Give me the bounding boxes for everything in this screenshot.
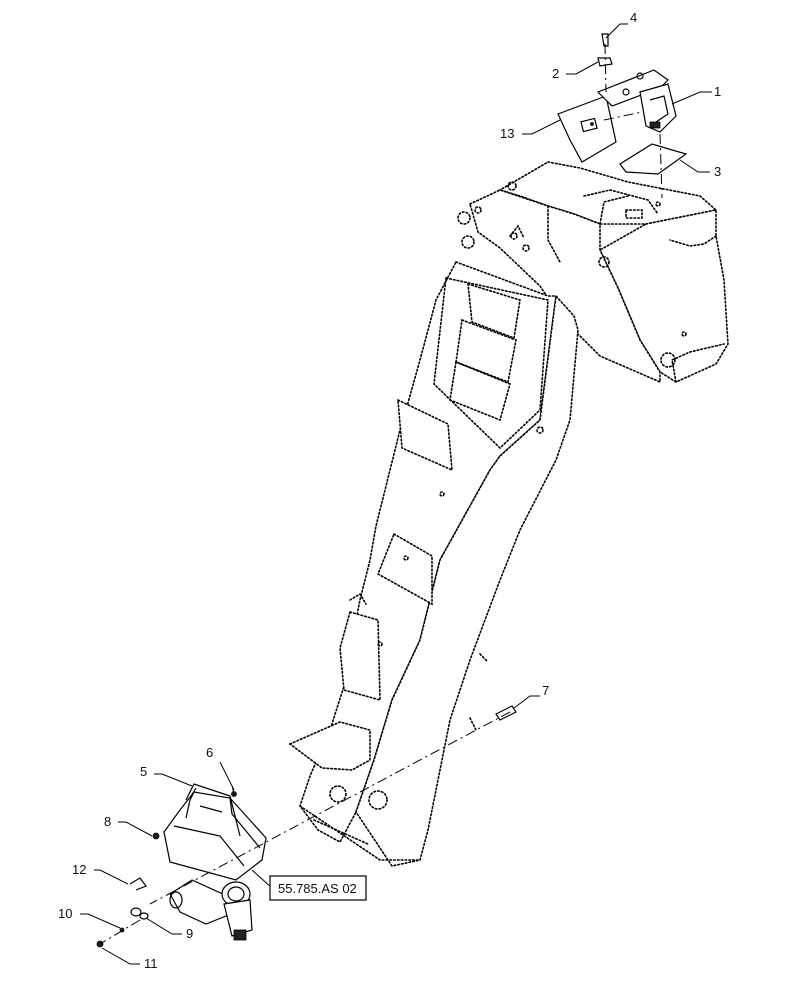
top-assembly: [557, 33, 688, 199]
part-8-nut: [152, 832, 160, 840]
switch-body: [639, 83, 677, 133]
callout-11: 11: [144, 956, 158, 971]
fastener-2: [597, 57, 613, 67]
mount-bracket: [596, 69, 669, 107]
housing-box: [163, 791, 267, 881]
gasket-plate: [619, 143, 688, 175]
callout-3: 3: [714, 164, 721, 179]
bolt-7: [495, 705, 517, 721]
callout-6: 6: [206, 745, 213, 760]
leader-lines: [80, 23, 712, 965]
cover-plate: [557, 95, 617, 163]
callout-4: 4: [630, 10, 637, 25]
lower-assembly: [96, 705, 517, 948]
part-9-washer: [130, 907, 142, 917]
callout-5: 5: [140, 764, 147, 779]
callout-labels: 1 2 3 4 5 6 7 8 9 10 11 12 13: [58, 10, 721, 971]
callout-9: 9: [186, 926, 193, 941]
callout-8: 8: [104, 814, 111, 829]
callout-10: 10: [58, 906, 72, 921]
callout-13: 13: [500, 126, 514, 141]
handle: [185, 783, 241, 837]
callout-2: 2: [552, 66, 559, 81]
boom-arm: [288, 224, 579, 867]
callout-12: 12: [72, 862, 86, 877]
callout-1: 1: [714, 84, 721, 99]
reference-box[interactable]: 55.785.AS 02: [269, 875, 367, 901]
reference-label: 55.785.AS 02: [278, 881, 357, 896]
callout-7: 7: [542, 683, 549, 698]
tower-head: [457, 161, 729, 384]
part-12-clip: [129, 877, 147, 891]
